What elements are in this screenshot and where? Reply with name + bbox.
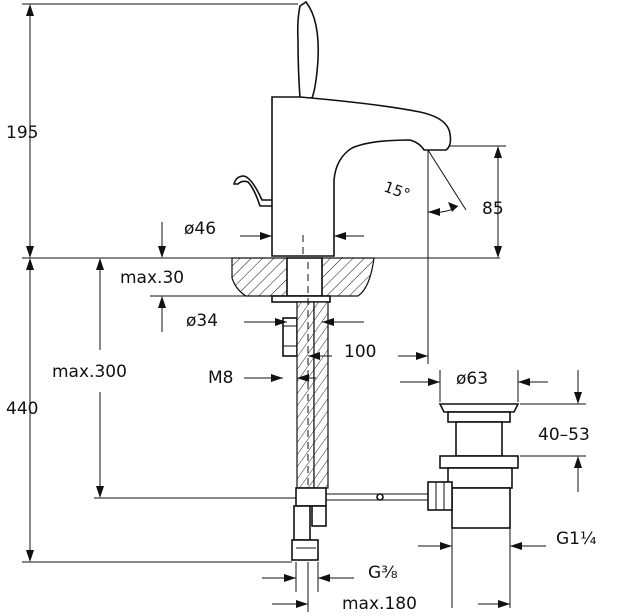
label-supply-thread: G⅜ xyxy=(368,563,398,583)
lever-handle xyxy=(296,0,320,99)
label-body-diameter: ø46 xyxy=(184,219,216,239)
label-spout-height: 85 xyxy=(482,199,504,219)
label-waste-diameter: ø63 xyxy=(456,369,488,389)
popup-rod xyxy=(232,175,272,207)
dimension-lines xyxy=(22,3,586,612)
label-tap-height: 195 xyxy=(6,123,38,143)
countertop-section xyxy=(22,257,500,297)
pop-up-waste xyxy=(427,403,520,529)
dimension-labels: 195 85 15° ø46 max.30 ø34 100 max.300 M8… xyxy=(6,123,596,614)
label-under-deck-length: max.300 xyxy=(52,362,127,382)
label-tail-diameter: ø34 xyxy=(186,311,218,331)
label-spout-reach: 100 xyxy=(344,342,376,362)
spout-body xyxy=(271,96,452,257)
label-hose-distance: max.180 xyxy=(342,594,417,614)
label-waste-range: 40–53 xyxy=(538,425,590,445)
label-waste-thread: G1¼ xyxy=(556,529,596,549)
label-thread: M8 xyxy=(208,368,233,388)
label-deck-thickness: max.30 xyxy=(120,268,184,288)
label-spout-angle: 15° xyxy=(381,178,412,204)
faucet-body xyxy=(232,0,452,258)
under-deck-assembly xyxy=(271,257,428,561)
label-total-height: 440 xyxy=(6,399,38,419)
